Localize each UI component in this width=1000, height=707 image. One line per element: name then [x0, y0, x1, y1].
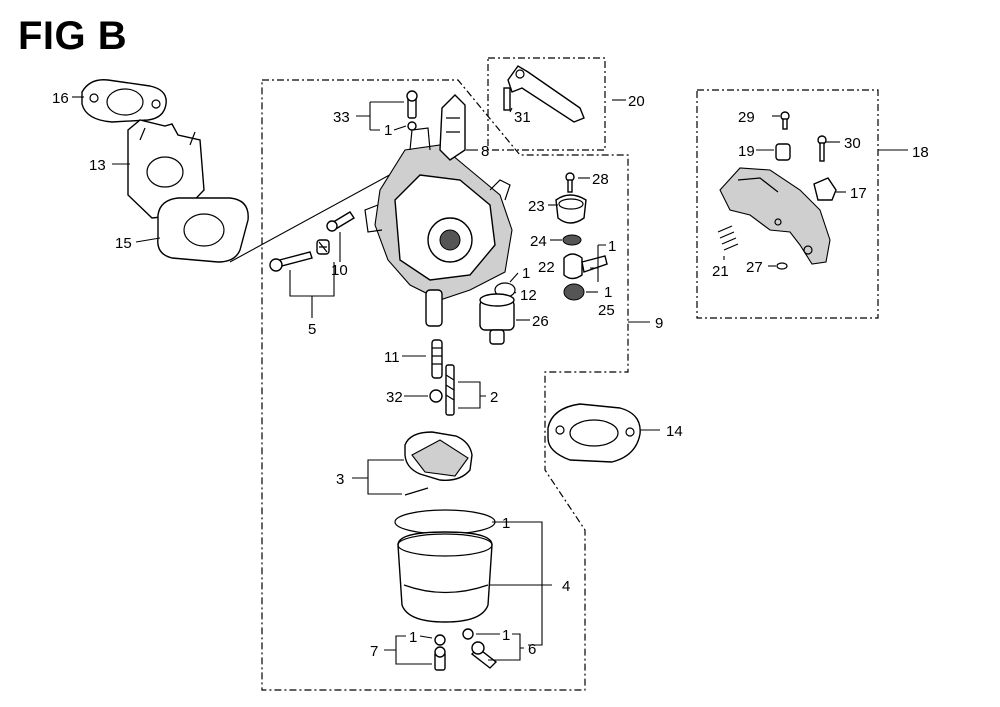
nozzle-2 [445, 364, 455, 416]
callout-2: 2 [490, 389, 498, 406]
callout-1-gasket: 1 [502, 515, 510, 532]
cap-25 [563, 283, 585, 301]
callout-32: 32 [386, 389, 403, 406]
callout-16: 16 [52, 90, 69, 107]
callout-5: 5 [308, 321, 316, 338]
callout-13: 13 [89, 157, 106, 174]
callout-18: 18 [912, 144, 929, 161]
valve-22 [563, 253, 608, 280]
choke-lever-bracket [719, 167, 831, 265]
plate-17 [813, 177, 837, 201]
callout-31: 31 [514, 109, 531, 126]
throttle-stop-screw-5 [269, 239, 330, 272]
callout-1-cap: 1 [604, 284, 612, 301]
callout-21: 21 [712, 263, 729, 280]
callout-10: 10 [331, 262, 348, 279]
leader-lines [72, 96, 908, 665]
callout-4: 4 [562, 578, 570, 595]
gasket-14 [547, 403, 641, 463]
spring-21 [717, 225, 739, 251]
callout-27: 27 [746, 259, 763, 276]
lever-assembly-frame [487, 57, 606, 151]
pilot-screw-10 [326, 211, 355, 232]
gasket-15-leader [229, 171, 396, 263]
callout-26: 26 [532, 313, 549, 330]
callout-22: 22 [538, 259, 555, 276]
callout-23: 23 [528, 198, 545, 215]
clip-27 [776, 262, 788, 270]
callout-3: 3 [336, 471, 344, 488]
callout-33: 33 [333, 109, 350, 126]
washer-24 [562, 234, 582, 246]
callout-19: 19 [738, 143, 755, 160]
callout-20: 20 [628, 93, 645, 110]
main-jet-11 [431, 339, 443, 379]
callout-14: 14 [666, 423, 683, 440]
cut-solenoid-26 [479, 293, 515, 345]
cover-23 [555, 194, 587, 224]
washer-7 [434, 634, 446, 646]
callout-6: 6 [528, 641, 536, 658]
o-ring-32 [429, 389, 443, 403]
screw-28 [565, 172, 575, 193]
callout-9: 9 [655, 315, 663, 332]
screw-30 [817, 135, 827, 162]
callout-24: 24 [530, 233, 547, 250]
screw-33 [406, 90, 418, 119]
float-chamber-4 [394, 509, 496, 623]
callout-1-washer: 1 [384, 122, 392, 139]
callout-15: 15 [115, 235, 132, 252]
float-3 [404, 431, 473, 496]
nut-19 [775, 143, 791, 161]
callout-1-valve: 1 [608, 238, 616, 255]
figure-title: FIG B [18, 14, 128, 58]
callout-1-drain-washer: 1 [409, 629, 417, 646]
callout-1-bolt-washer: 1 [502, 627, 510, 644]
drain-screw-7 [434, 646, 446, 671]
carburetor-assembly-frame [261, 79, 629, 691]
callout-25: 25 [598, 302, 615, 319]
gasket-16 [81, 79, 167, 123]
bolt-6 [470, 641, 498, 669]
callout-30: 30 [844, 135, 861, 152]
gasket-15 [157, 197, 249, 263]
callout-1-oring: 1 [522, 265, 530, 282]
screw-29 [780, 111, 790, 130]
lever-8 [439, 94, 466, 161]
carburetor-body [364, 127, 513, 327]
insulator-13 [127, 119, 205, 219]
callout-17: 17 [850, 185, 867, 202]
choke-assembly-frame [696, 89, 879, 319]
screw-31 [503, 87, 511, 111]
callout-12: 12 [520, 287, 537, 304]
washer-1-top [407, 121, 417, 131]
throttle-lever-20 [507, 65, 585, 123]
callout-7: 7 [370, 643, 378, 660]
callout-29: 29 [738, 109, 755, 126]
callout-11: 11 [384, 349, 400, 366]
callout-28: 28 [592, 171, 609, 188]
callout-8: 8 [481, 143, 489, 160]
washer-6 [462, 628, 474, 640]
